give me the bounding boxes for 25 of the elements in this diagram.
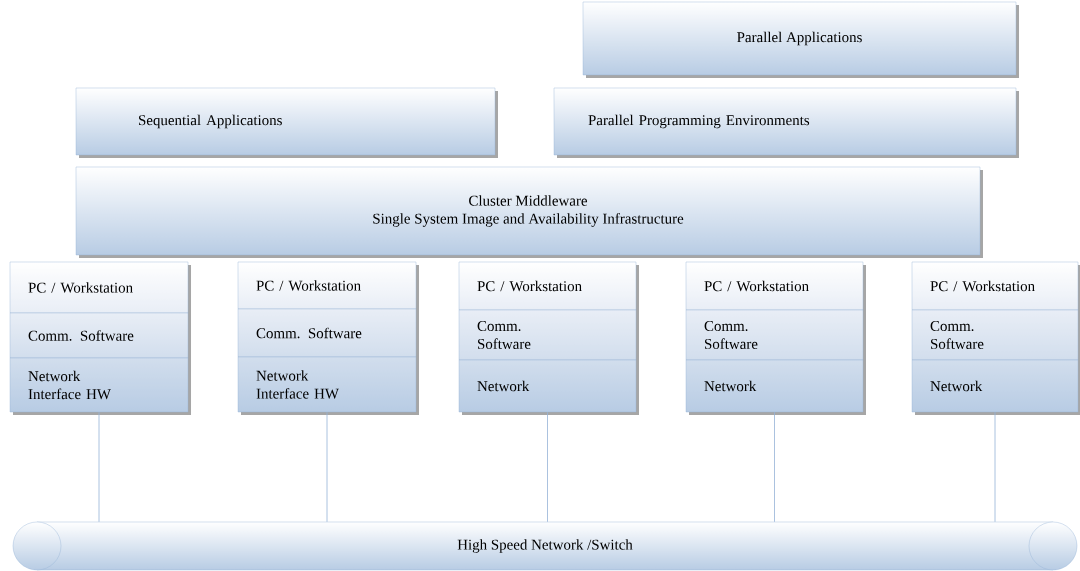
software-layer: Comm. Software: [685, 309, 866, 363]
network-bus: High Speed Network /Switch: [12, 521, 1078, 571]
application-box: Sequential Applications: [75, 87, 498, 158]
network-layer: Network Interface HW: [237, 356, 419, 415]
software-layer: Comm. Software: [458, 309, 639, 363]
middleware-box: Cluster Middleware Single System Image and Availability Infrastructure: [75, 166, 983, 258]
environment-box: Parallel Programming Environments: [553, 87, 1019, 158]
workstation-layer: PC / Workstation: [458, 261, 639, 313]
software-layer: Comm. Software: [9, 312, 191, 361]
application-box: Parallel Applications: [582, 1, 1019, 78]
network-layer: Network: [911, 359, 1080, 415]
connector-line: [326, 411, 328, 523]
workstation-layer: PC / Workstation: [237, 261, 419, 312]
workstation-layer: PC / Workstation: [685, 261, 866, 313]
software-layer: Comm. Software: [237, 308, 419, 360]
connector-line: [774, 411, 775, 523]
connector-line: [98, 411, 100, 523]
network-layer: Network: [685, 359, 866, 415]
workstation-layer: PC / Workstation: [9, 261, 191, 316]
software-layer: Comm. Software: [911, 309, 1080, 363]
connector-line: [547, 411, 548, 523]
network-layer: Network Interface HW: [9, 357, 191, 415]
workstation-layer: PC / Workstation: [911, 261, 1080, 313]
connector-line: [994, 411, 996, 523]
network-layer: Network: [458, 359, 639, 415]
